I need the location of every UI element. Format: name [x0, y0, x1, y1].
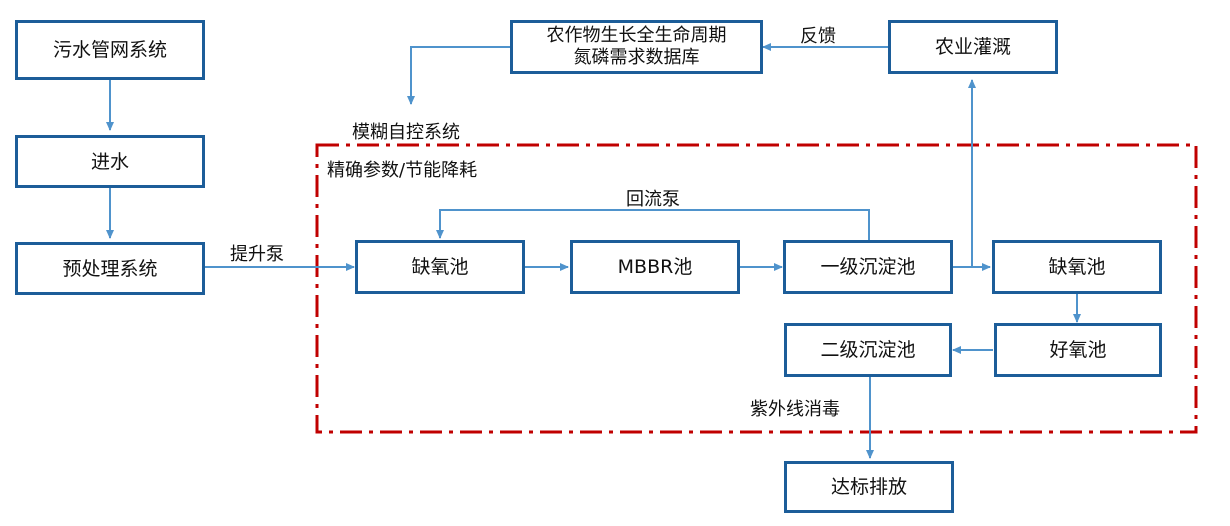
fuzzy-control-frame [315, 143, 1198, 434]
node-anoxic-tank-2: 缺氧池 [992, 240, 1162, 294]
node-irrigation: 农业灌溉 [888, 20, 1058, 74]
label-precise-params: 精确参数/节能降耗 [327, 160, 478, 181]
node-primary-settling: 一级沉淀池 [783, 240, 953, 294]
node-water-inflow: 进水 [15, 135, 205, 188]
node-secondary-settling: 二级沉淀池 [784, 323, 952, 377]
label-uv-disinfection: 紫外线消毒 [750, 399, 840, 420]
node-pretreatment: 预处理系统 [15, 242, 205, 295]
node-crop-database: 农作物生长全生命周期 氮磷需求数据库 [510, 20, 763, 74]
label-fuzzy-control: 模糊自控系统 [352, 122, 460, 143]
label-return-pump: 回流泵 [626, 189, 680, 210]
node-anoxic-tank-1: 缺氧池 [355, 240, 525, 294]
node-mbbr-tank: MBBR池 [570, 240, 740, 294]
return-pump-loop [436, 209, 870, 240]
node-discharge: 达标排放 [784, 461, 954, 513]
node-sewer-network: 污水管网系统 [15, 20, 205, 80]
label-feedback: 反馈 [800, 26, 836, 47]
arrow-database-to-control [407, 46, 510, 105]
node-aerobic-tank: 好氧池 [994, 323, 1162, 377]
label-lift-pump: 提升泵 [230, 244, 284, 265]
